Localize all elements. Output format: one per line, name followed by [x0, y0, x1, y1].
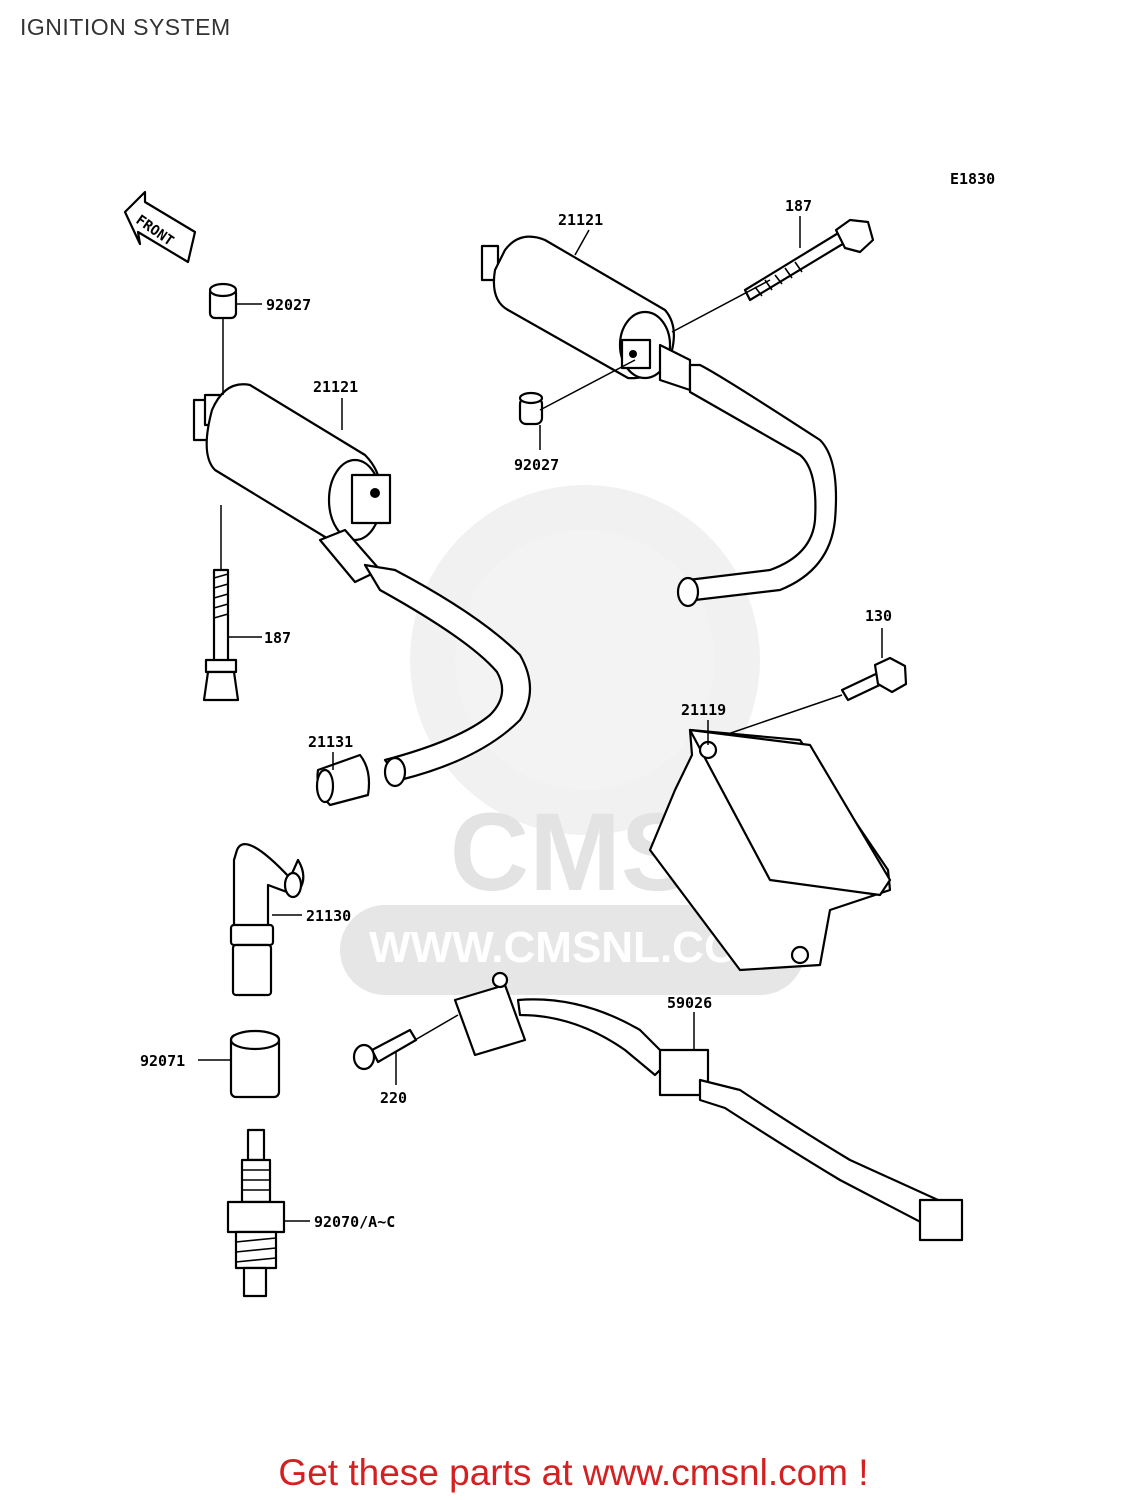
- callout-screw-pickup: 220: [380, 1089, 407, 1107]
- front-arrow-icon: FRONT: [123, 190, 197, 264]
- callout-igniter: 21119: [681, 701, 726, 719]
- callout-boot: 92071: [140, 1052, 185, 1070]
- callout-collar-left-top: 92027: [266, 296, 311, 314]
- igniter-unit: [648, 728, 892, 972]
- callout-plug-cap: 21130: [306, 907, 351, 925]
- spark-plug: [226, 1128, 286, 1298]
- callout-cap-nut: 21131: [308, 733, 353, 751]
- ignition-coil-top: [480, 235, 838, 608]
- boot: [229, 1029, 281, 1099]
- plug-cap: [229, 843, 305, 997]
- bolt-top: [743, 218, 875, 302]
- pickup-coil: [453, 971, 964, 1242]
- cta-link[interactable]: Get these parts at www.cmsnl.com !: [278, 1452, 869, 1493]
- cms-watermark: CMS WWW.CMSNL.COM: [340, 485, 805, 995]
- callout-spark-plug: 92070/A~C: [314, 1213, 395, 1231]
- cap-nut: [315, 753, 371, 807]
- ignition-coil-left: [192, 383, 531, 788]
- callout-coil-top: 21121: [558, 211, 603, 229]
- callout-coil-left: 21121: [313, 378, 358, 396]
- screw-pickup: [352, 1028, 418, 1071]
- collar-right: [518, 391, 544, 426]
- callout-bolt-left: 187: [264, 629, 291, 647]
- page-title: IGNITION SYSTEM: [20, 14, 231, 40]
- callout-collar-right: 92027: [514, 456, 559, 474]
- callout-pickup-coil: 59026: [667, 994, 712, 1012]
- bolt-left: [202, 568, 240, 702]
- collar-left-top: [208, 282, 238, 320]
- leader-lines: [198, 216, 883, 1222]
- watermark-url: WWW.CMSNL.COM: [369, 923, 775, 972]
- callout-bolt-igniter: 130: [865, 607, 892, 625]
- diagram-code: E1830: [950, 170, 995, 188]
- bolt-igniter: [840, 656, 908, 702]
- callout-bolt-top: 187: [785, 197, 812, 215]
